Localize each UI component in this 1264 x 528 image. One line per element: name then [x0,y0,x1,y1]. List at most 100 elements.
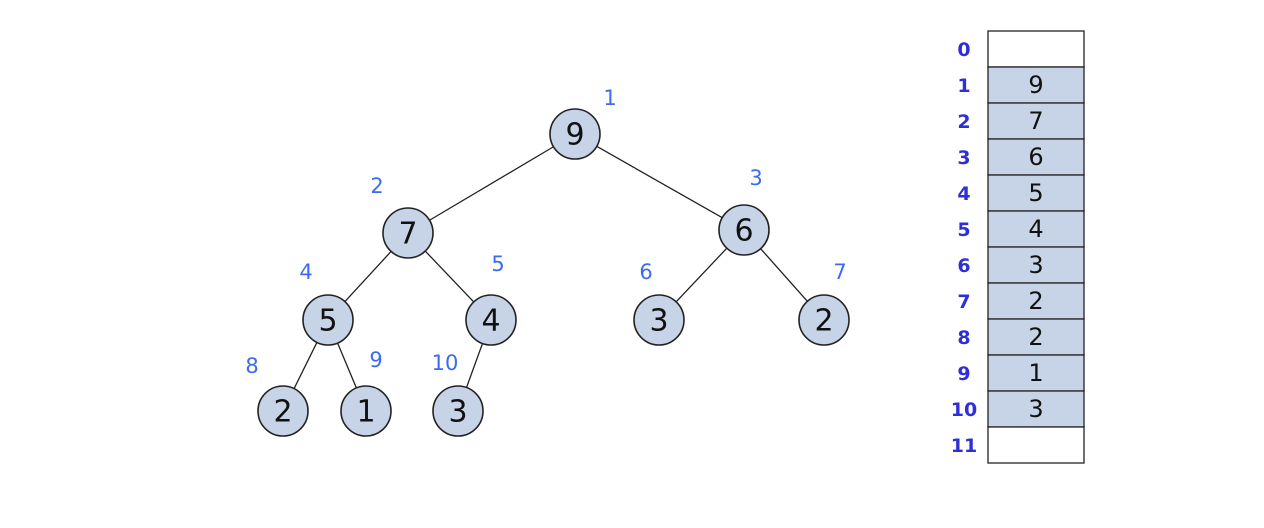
array-cell-value: 7 [1028,107,1043,135]
node-circle [340,385,392,437]
node-circle [302,294,354,346]
tree-index-label-4: 4 [299,260,312,284]
array-cell-value: 2 [1028,287,1043,315]
tree-node-5: 4 [465,294,517,346]
array-cell-box [987,138,1085,176]
array-cell-box [987,174,1085,212]
array-cell-box [987,282,1085,320]
tree-edge-3-7 [760,248,808,302]
tree-edge-2-5 [424,250,475,303]
array-index-label-7: 7 [957,291,970,313]
tree-edge-1-3 [596,145,723,219]
tree-node-3: 6 [718,204,770,256]
tree-edge-5-10 [465,343,484,388]
array-cell-box [987,318,1085,356]
array-cell-1: 91 [957,66,1085,104]
array-cell-9: 19 [957,354,1085,392]
tree-edges [293,145,808,389]
tree-node-1: 9 [549,108,601,160]
tree-index-label-3: 3 [749,166,762,190]
array-cell-box [987,102,1085,140]
array-cell-value: 2 [1028,323,1043,351]
node-circle [432,385,484,437]
node-value: 1 [356,395,375,430]
array-cell-box [987,426,1085,464]
tree-node-7: 2 [798,294,850,346]
node-circle [465,294,517,346]
node-value: 9 [565,118,584,153]
node-value: 4 [481,304,500,339]
node-circle [798,294,850,346]
tree-node-4: 5 [302,294,354,346]
tree-edge-2-4 [344,250,392,303]
array-index-label-8: 8 [957,327,970,349]
array-index-label-11: 11 [951,435,977,457]
node-value: 2 [273,395,292,430]
array-index-label-1: 1 [957,75,970,97]
tree-edge-4-9 [337,342,357,389]
array-index-label-0: 0 [957,39,970,61]
array-cell-box [987,246,1085,284]
node-circle [633,294,685,346]
array-cell-box [987,390,1085,428]
tree-index-label-6: 6 [639,260,652,284]
array-index-label-2: 2 [957,111,970,133]
tree-index-label-7: 7 [833,260,846,284]
array-cell-box [987,30,1085,68]
array-cell-box [987,66,1085,104]
tree-edge-3-6 [675,247,728,303]
tree-node-10: 3 [432,385,484,437]
array-cell-3: 63 [957,138,1085,176]
tree-node-9: 1 [340,385,392,437]
node-circle [718,204,770,256]
node-value: 2 [814,304,833,339]
node-circle [549,108,601,160]
array-cell-value: 6 [1028,143,1043,171]
array-cell-box [987,354,1085,392]
tree-index-label-9: 9 [369,348,382,372]
array-index-label-3: 3 [957,147,970,169]
array-cell-2: 72 [957,102,1085,140]
array-cell-value: 5 [1028,179,1043,207]
array-cell-box [987,210,1085,248]
array-cell-value: 9 [1028,71,1043,99]
tree-node-8: 2 [257,385,309,437]
array-cell-8: 28 [957,318,1085,356]
array-index-label-10: 10 [951,399,977,421]
array-cell-value: 1 [1028,359,1043,387]
array-cell-value: 3 [1028,395,1043,423]
tree-index-label-2: 2 [370,174,383,198]
array-cell-value: 3 [1028,251,1043,279]
array-index-label-6: 6 [957,255,970,277]
node-circle [257,385,309,437]
array-cell-0: 0 [957,30,1085,68]
tree-index-label-5: 5 [491,252,504,276]
array-cell-7: 27 [957,282,1085,320]
node-value: 6 [734,214,753,249]
tree-node-2: 7 [382,207,434,259]
array-cell-10: 3 10 [951,390,1085,428]
node-value: 3 [448,395,467,430]
node-value: 3 [649,304,668,339]
node-value: 5 [318,304,337,339]
tree-edge-1-2 [429,146,554,221]
tree-index-label-10: 10 [432,351,459,375]
tree-node-6: 3 [633,294,685,346]
array-cell-value: 4 [1028,215,1043,243]
array-index-label-4: 4 [957,183,970,205]
array-cell-5: 45 [957,210,1085,248]
tree-edge-4-8 [293,342,318,389]
array-index-label-9: 9 [957,363,970,385]
node-circle [382,207,434,259]
tree-index-label-1: 1 [603,86,616,110]
tree-index-label-8: 8 [245,354,258,378]
node-value: 7 [398,217,417,252]
array-cell-11: 11 [951,426,1085,464]
array-cell-4: 54 [957,174,1085,212]
array-index-label-5: 5 [957,219,970,241]
array-cell-6: 36 [957,246,1085,284]
